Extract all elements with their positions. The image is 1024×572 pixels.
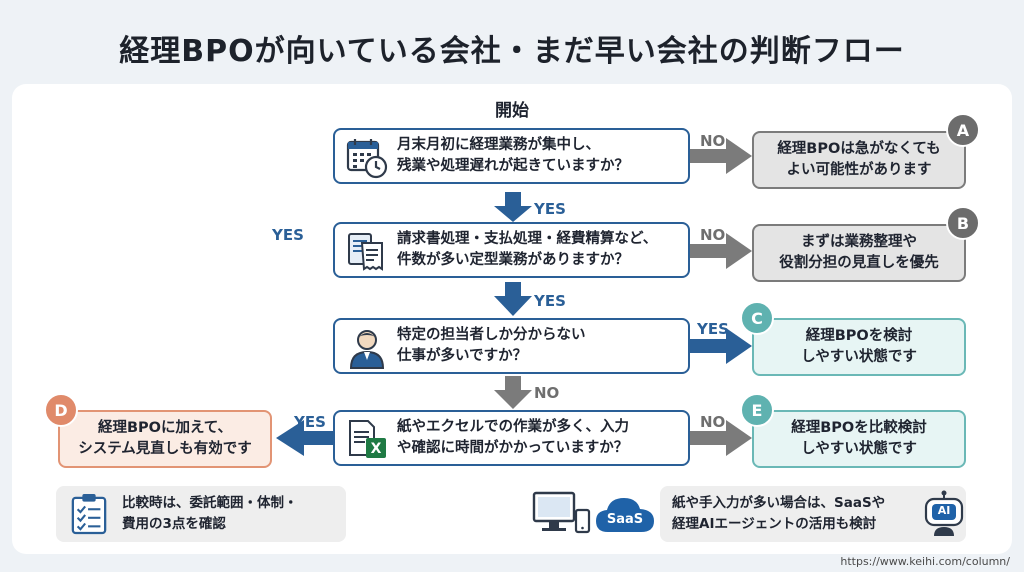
question-2-text: 請求書処理・支払処理・経費精算など、 件数が多い定型業務がありますか？ — [397, 230, 658, 268]
start-label: 開始 — [495, 101, 529, 121]
saas-cloud-icon — [596, 498, 654, 532]
result-c-box: 経理BPOを検討 しやすい状態です — [752, 318, 966, 376]
result-b-box: まずは業務整理や 役割分担の見直しを優先 — [752, 224, 966, 282]
question-4-text: 紙やエクセルでの作業が多く、入力 や確認に時間がかかっていますか？ — [397, 418, 629, 456]
page-title: 経理BPOが向いている会社・まだ早い会社の判断フロー — [119, 34, 905, 69]
question-1-text: 月末月初に経理業務が集中し、 残業や処理遅れが起きていますか？ — [397, 136, 629, 174]
result-e-badge: E — [740, 393, 774, 427]
no-label-q4-e: NO — [700, 413, 726, 431]
yes-label-side: YES — [272, 226, 304, 244]
documents-icon — [348, 233, 383, 271]
result-a-badge: A — [946, 113, 980, 147]
yes-label-q1-q2: YES — [534, 200, 566, 218]
question-3-text: 特定の担当者しか分からない 仕事が多いですか？ — [397, 326, 586, 364]
no-label-q3-q4: NO — [534, 384, 560, 402]
source-url: https://www.keihi.com/column/ — [840, 555, 1010, 568]
question-4-box: X 紙やエクセルでの作業が多く、入力 や確認に時間がかかっていますか？ — [333, 410, 690, 466]
person-icon — [349, 330, 385, 369]
yes-label-q4-d: YES — [294, 413, 326, 431]
result-e-box: 経理BPOを比較検討 しやすい状態です — [752, 410, 966, 468]
question-2-box: 請求書処理・支払処理・経費精算など、 件数が多い定型業務がありますか？ — [333, 222, 690, 278]
yes-label-q2-q3: YES — [534, 292, 566, 310]
question-3-box: 特定の担当者しか分からない 仕事が多いですか？ — [333, 318, 690, 374]
no-label-q1-a: NO — [700, 132, 726, 150]
saas-ai-note-text: 紙や手入力が多い場合は、SaaSや 経理AIエージェントの活用も検討 — [672, 495, 886, 532]
ai-badge-label: AI — [937, 504, 951, 517]
result-a-box: 経理BPOは急がなくても よい可能性があります — [752, 131, 966, 189]
question-1-box: 月末月初に経理業務が集中し、 残業や処理遅れが起きていますか？ — [333, 128, 690, 184]
saas-ai-note: 紙や手入力が多い場合は、SaaSや 経理AIエージェントの活用も検討 — [660, 486, 966, 542]
devices-icon — [532, 491, 591, 534]
result-c-badge: C — [740, 301, 774, 335]
ai-robot-icon — [924, 490, 964, 536]
paper-excel-icon: X — [349, 420, 386, 458]
checklist-note: 比較時は、委託範囲・体制・ 費用の3点を確認 — [56, 486, 346, 542]
svg-text:X: X — [371, 441, 382, 457]
result-d-badge: D — [44, 393, 78, 427]
result-b-badge: B — [946, 206, 980, 240]
checklist-note-text: 比較時は、委託範囲・体制・ 費用の3点を確認 — [122, 495, 298, 532]
calendar-clock-icon — [346, 139, 388, 179]
clipboard-checklist-icon — [71, 494, 107, 535]
yes-label-q3-c: YES — [697, 320, 729, 338]
saas-badge-label: SaaS — [606, 512, 644, 527]
no-label-q2-b: NO — [700, 226, 726, 244]
result-d-box: 経理BPOに加えて、 システム見直しも有効です — [58, 410, 272, 468]
